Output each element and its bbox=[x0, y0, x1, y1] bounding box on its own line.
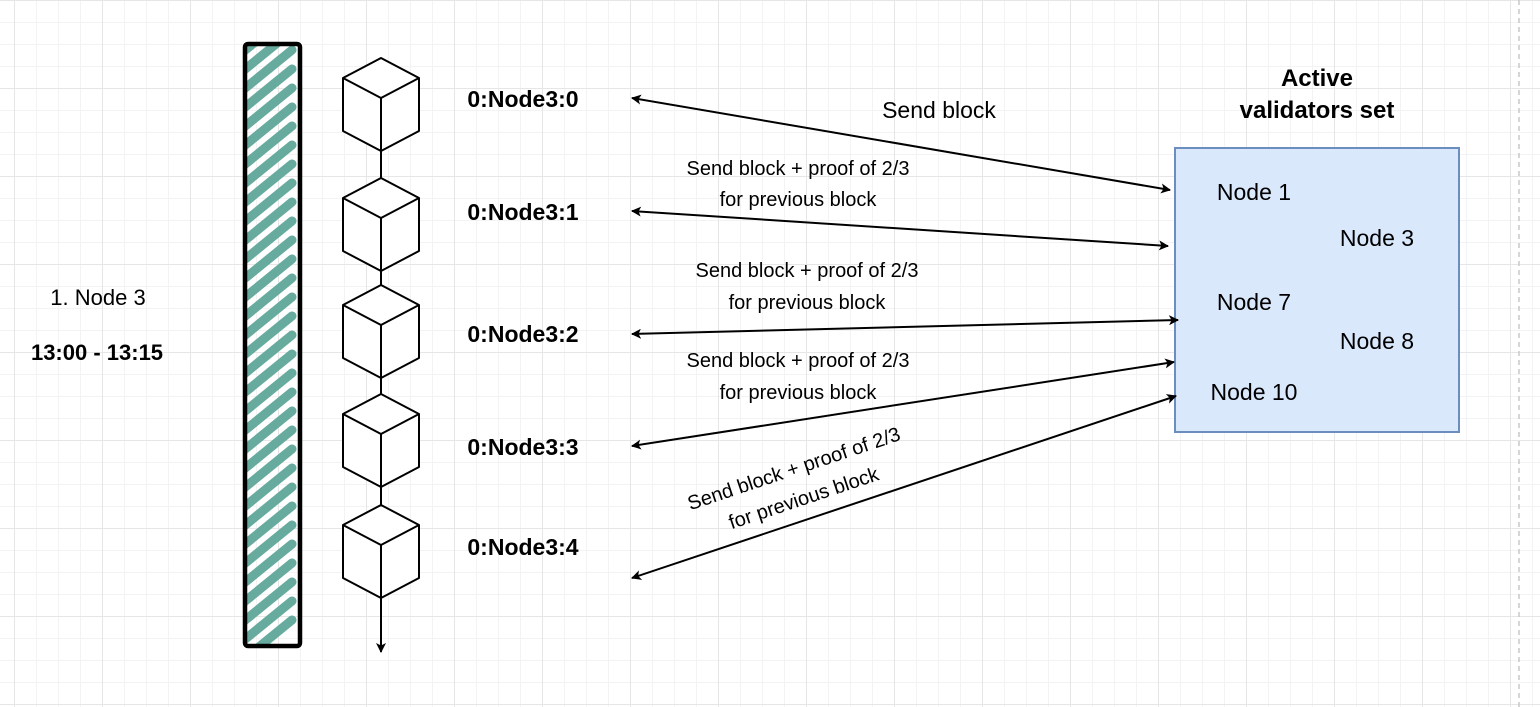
validators-title: validators set bbox=[1240, 97, 1395, 124]
block-label: 0:Node3:4 bbox=[467, 534, 578, 560]
message-label: Send block + proof of 2/3 bbox=[687, 158, 910, 180]
message-arrow bbox=[631, 94, 1171, 194]
slot-timeline-bar bbox=[242, 41, 303, 649]
message-label: for previous block bbox=[729, 292, 887, 314]
message-arrow bbox=[631, 315, 1179, 339]
block-cube-icon bbox=[342, 57, 420, 152]
validator-node: Node 10 bbox=[1211, 379, 1298, 405]
active-validators-box bbox=[1174, 147, 1460, 433]
slot-time: 13:00 - 13:15 bbox=[31, 340, 163, 365]
block-cube-icon bbox=[342, 177, 420, 272]
message-label: Send block + proof of 2/3 bbox=[696, 260, 919, 282]
message-label: for previous block bbox=[720, 189, 878, 211]
validator-node: Node 8 bbox=[1340, 328, 1414, 354]
block-chain bbox=[342, 57, 420, 653]
block-label: 0:Node3:2 bbox=[467, 321, 578, 347]
validator-node: Node 1 bbox=[1217, 179, 1291, 205]
block-cube-icon bbox=[342, 393, 420, 488]
message-arrow bbox=[631, 358, 1175, 450]
message-arrow bbox=[631, 394, 1177, 580]
validator-node: Node 7 bbox=[1217, 289, 1291, 315]
validator-node: Node 3 bbox=[1340, 225, 1414, 251]
block-label: 0:Node3:1 bbox=[467, 199, 578, 225]
validators-title: Active bbox=[1281, 65, 1353, 92]
message-label: Send block bbox=[882, 97, 996, 123]
block-label: 0:Node3:3 bbox=[467, 434, 578, 460]
block-cube-icon bbox=[342, 284, 420, 379]
message-label: Send block + proof of 2/3 bbox=[687, 350, 910, 372]
block-label: 0:Node3:0 bbox=[467, 86, 578, 112]
block-cube-icon bbox=[342, 504, 420, 599]
message-arrow bbox=[631, 206, 1169, 251]
message-arrows bbox=[631, 94, 1179, 580]
slot-label: 1. Node 3 bbox=[50, 285, 145, 310]
message-label: for previous block bbox=[720, 382, 878, 404]
